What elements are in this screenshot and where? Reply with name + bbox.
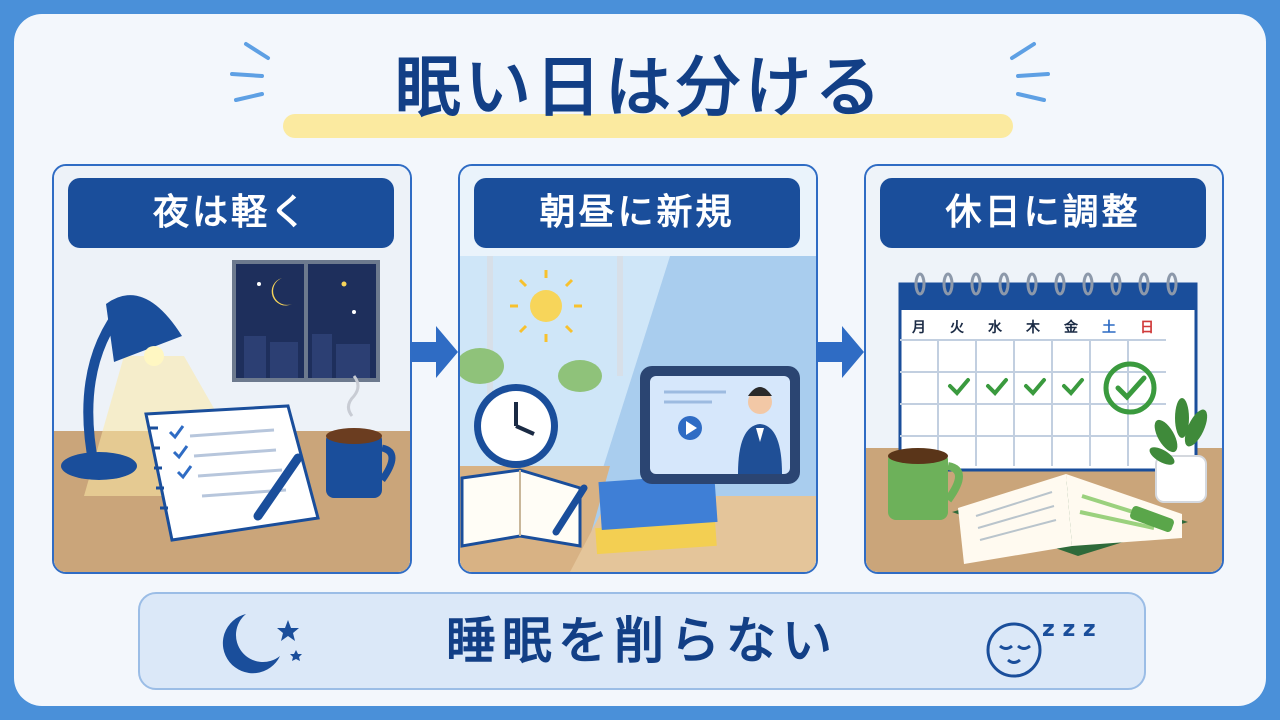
zzz-text: z z z (1042, 617, 1096, 642)
arrow-right-icon (412, 326, 458, 378)
title-highlight (283, 114, 1013, 138)
calendar-weekday-label: 火 (950, 320, 965, 336)
moon-stars-icon (222, 614, 302, 674)
panel-label-night: 夜は軽く (68, 178, 394, 248)
arrow-right-icon (818, 326, 864, 378)
footer-message: 睡眠を削らない (446, 612, 838, 670)
panel-label-daytime: 朝昼に新規 (474, 178, 800, 248)
page-title: 眠い日は分ける (395, 49, 885, 126)
sleeping-face-icon: z z z (986, 617, 1096, 678)
calendar-weekday-label: 土 (1102, 319, 1116, 336)
title-area: 眠い日は分ける (0, 28, 1280, 138)
calendar-weekday-label: 日 (1140, 320, 1154, 336)
panel-holiday: 月 火 水 木 金 土 日 休日に調整 (864, 164, 1224, 574)
panel-label-holiday: 休日に調整 (880, 178, 1206, 248)
calendar-weekday-label: 木 (1025, 319, 1041, 336)
title-rays-decoration (230, 42, 1050, 102)
calendar-weekday-label: 月 (911, 320, 926, 336)
panel-night: 夜は軽く (52, 164, 412, 574)
footer-banner: 睡眠を削らない z z z (138, 592, 1146, 690)
calendar-weekday-label: 金 (1063, 319, 1079, 336)
calendar-weekday-label: 水 (988, 319, 1003, 336)
panel-daytime: 朝昼に新規 (458, 164, 818, 574)
